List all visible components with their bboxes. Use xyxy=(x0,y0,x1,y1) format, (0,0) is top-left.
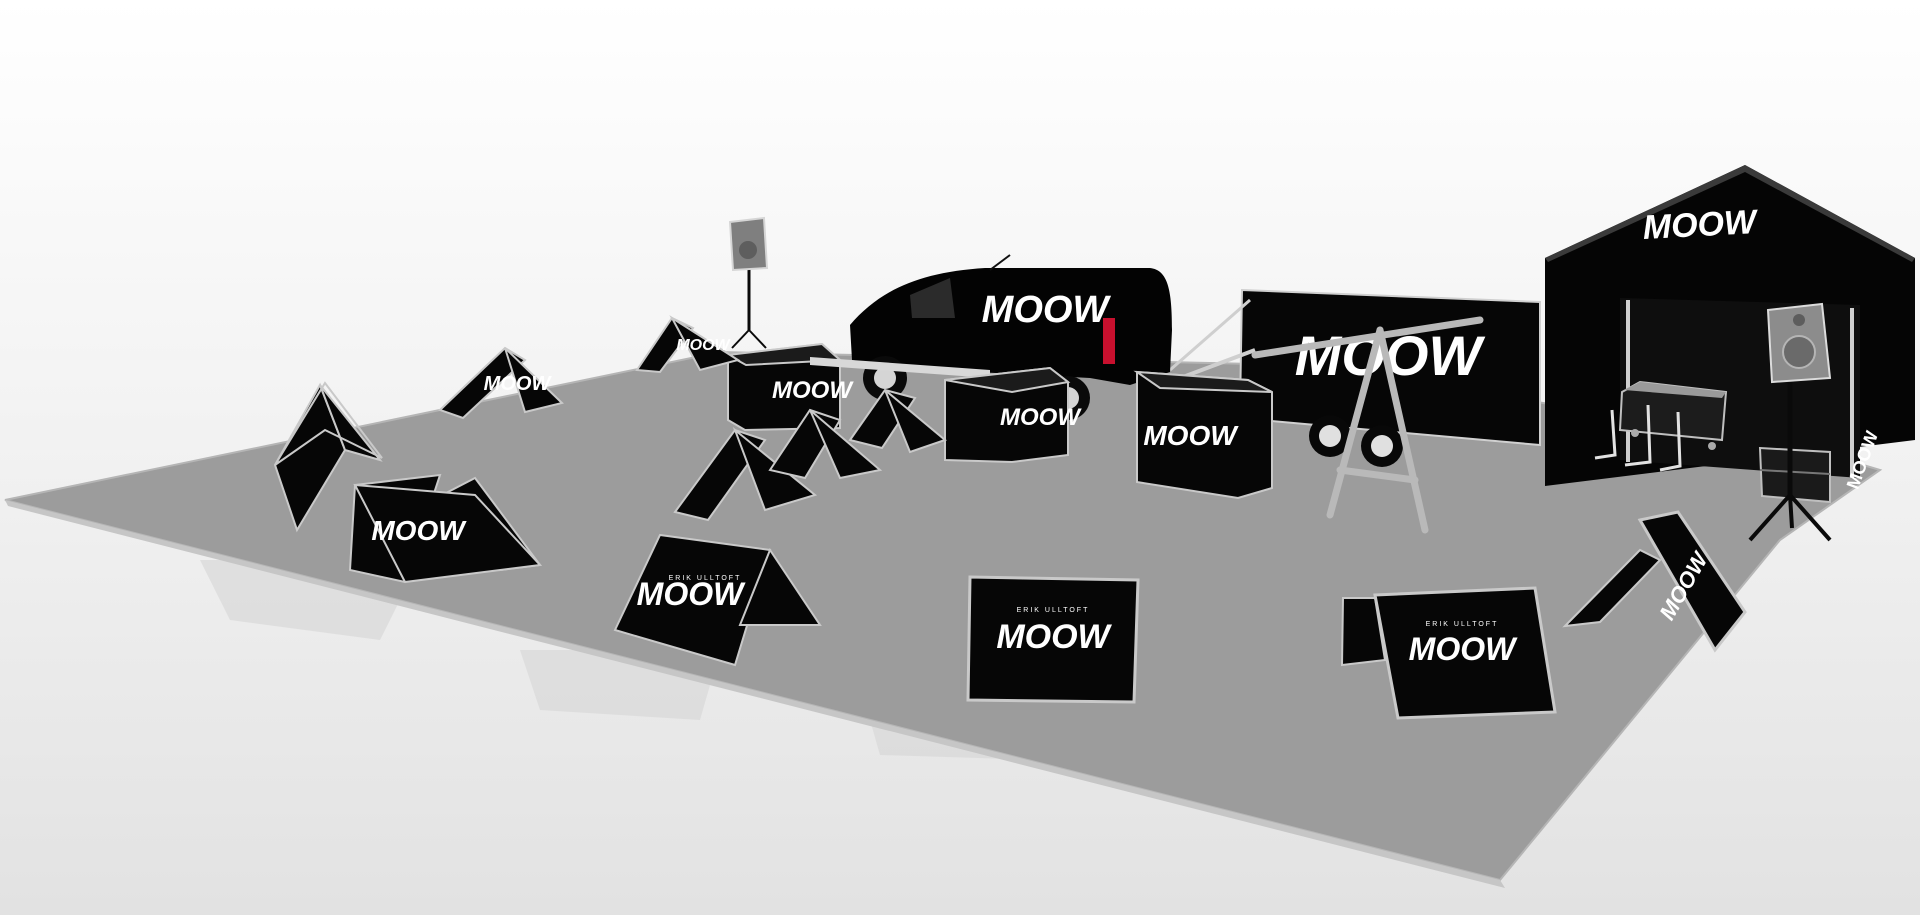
ramp-logo: MOOW xyxy=(637,576,746,612)
swing-frame xyxy=(1251,316,1484,534)
ramp-logo: MOOW xyxy=(996,618,1112,656)
ramp-logo: MOOW xyxy=(371,515,467,546)
ramp-small-print: ERIK ULLTOFT xyxy=(669,575,742,582)
ramp: MOOW xyxy=(635,315,741,374)
ramp: MOOW xyxy=(438,346,565,420)
van: MOOW xyxy=(850,254,1172,420)
trailer-wheel xyxy=(1309,415,1351,457)
speaker xyxy=(1748,302,1832,542)
speaker xyxy=(728,216,769,349)
ramp: ERIK ULLTOFT MOOW xyxy=(1340,586,1557,720)
box: MOOW xyxy=(944,366,1082,464)
ramp-small-print: ERIK ULLTOFT xyxy=(1426,621,1499,628)
ramp: ERIK ULLTOFT MOOW xyxy=(966,575,1140,704)
ramp-chain xyxy=(673,388,948,522)
box: MOOW xyxy=(724,342,854,432)
road-case xyxy=(1758,446,1831,504)
box-logo: MOOW xyxy=(772,377,854,404)
ramp xyxy=(273,381,383,533)
box-logo: MOOW xyxy=(1143,420,1239,451)
stand-racks xyxy=(1594,404,1682,472)
box-logo: MOOW xyxy=(1000,404,1082,431)
ramp: ERIK ULLTOFT MOOW xyxy=(613,533,822,667)
ramp-logo: MOOW xyxy=(676,337,731,354)
road-case xyxy=(1618,380,1728,450)
van-logo: MOOW xyxy=(982,289,1112,331)
ramp-logo: MOOW xyxy=(484,373,553,395)
balance-beam xyxy=(810,357,990,378)
floor-mat-edge xyxy=(5,500,1505,888)
ramp-small-print: ERIK ULLTOFT xyxy=(1017,607,1090,614)
ramp: MOOW xyxy=(1562,510,1747,653)
tent-logo: MOOW xyxy=(1642,203,1760,247)
ramp: MOOW xyxy=(348,473,543,584)
box: MOOW xyxy=(1133,370,1273,500)
ramp-logo: MOOW xyxy=(1409,631,1518,667)
trailer-wheel xyxy=(1361,425,1403,467)
